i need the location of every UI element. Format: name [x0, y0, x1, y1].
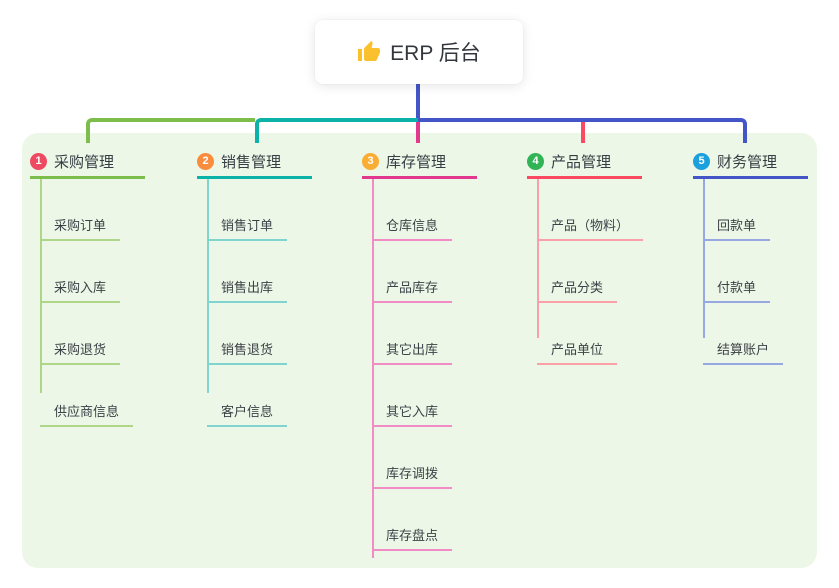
branch-5: 5 财务管理回款单付款单结算账户 — [693, 150, 808, 365]
connector-branch-3 — [416, 122, 420, 143]
child-node[interactable]: 采购退货 — [40, 303, 121, 365]
branch-number-badge: 3 — [362, 153, 379, 170]
branch-2: 2 销售管理销售订单销售出库销售退货客户信息 — [197, 150, 312, 427]
branch-number-badge: 5 — [693, 153, 710, 170]
branch-connector-line — [372, 179, 374, 558]
branch-header-4[interactable]: 4 产品管理 — [527, 150, 642, 179]
child-node[interactable]: 销售退货 — [207, 303, 288, 365]
branch-connector-line — [537, 179, 539, 338]
child-node[interactable]: 产品分类 — [537, 241, 618, 303]
branch-connector-line — [703, 179, 705, 338]
child-node[interactable]: 供应商信息 — [40, 365, 134, 427]
child-node[interactable]: 其它出库 — [372, 303, 453, 365]
child-node[interactable]: 产品库存 — [372, 241, 453, 303]
child-node[interactable]: 其它入库 — [372, 365, 453, 427]
branch-number-badge: 4 — [527, 153, 544, 170]
branch-children: 采购订单采购入库采购退货供应商信息 — [40, 179, 145, 427]
connector-branch-4 — [581, 122, 585, 143]
child-node[interactable]: 回款单 — [703, 179, 771, 241]
child-node[interactable]: 付款单 — [703, 241, 771, 303]
child-node[interactable]: 产品（物料） — [537, 179, 644, 241]
branch-children: 回款单付款单结算账户 — [703, 179, 808, 365]
thumbs-up-icon — [358, 41, 381, 61]
branches-panel — [22, 133, 817, 568]
branch-label: 库存管理 — [386, 154, 447, 171]
branch-number-badge: 2 — [197, 153, 214, 170]
branch-children: 销售订单销售出库销售退货客户信息 — [207, 179, 312, 427]
branch-header-1[interactable]: 1 采购管理 — [30, 150, 145, 179]
branch-connector-line — [207, 179, 209, 393]
branch-3: 3 库存管理仓库信息产品库存其它出库其它入库库存调拨库存盘点出库库明细 — [362, 150, 477, 588]
branch-connector-line — [40, 179, 42, 393]
child-node[interactable]: 结算账户 — [703, 303, 784, 365]
branch-label: 产品管理 — [551, 154, 612, 171]
branch-children: 仓库信息产品库存其它出库其它入库库存调拨库存盘点出库库明细 — [372, 179, 477, 588]
child-node[interactable]: 库存盘点 — [372, 489, 453, 551]
branch-label: 财务管理 — [717, 154, 778, 171]
connector-branch-1 — [86, 118, 255, 143]
child-node[interactable]: 采购订单 — [40, 179, 121, 241]
branch-number-badge: 1 — [30, 153, 47, 170]
root-title: ERP 后台 — [390, 42, 481, 65]
child-node[interactable]: 采购入库 — [40, 241, 121, 303]
child-node[interactable]: 销售订单 — [207, 179, 288, 241]
branch-label: 销售管理 — [221, 154, 282, 171]
root-connector-line — [416, 84, 420, 122]
connector-branch-2 — [255, 118, 418, 143]
branch-children: 产品（物料）产品分类产品单位 — [537, 179, 644, 365]
branch-header-5[interactable]: 5 财务管理 — [693, 150, 808, 179]
branch-1: 1 采购管理采购订单采购入库采购退货供应商信息 — [30, 150, 145, 427]
child-node[interactable]: 出库库明细 — [372, 551, 465, 588]
child-node[interactable]: 仓库信息 — [372, 179, 453, 241]
branch-label: 采购管理 — [54, 154, 115, 171]
child-node[interactable]: 产品单位 — [537, 303, 618, 365]
connector-branch-5 — [418, 118, 747, 143]
branch-header-3[interactable]: 3 库存管理 — [362, 150, 477, 179]
root-node[interactable]: ERP 后台 — [315, 20, 523, 84]
child-node[interactable]: 客户信息 — [207, 365, 288, 427]
branch-4: 4 产品管理产品（物料）产品分类产品单位 — [527, 150, 644, 365]
branch-header-2[interactable]: 2 销售管理 — [197, 150, 312, 179]
child-node[interactable]: 库存调拨 — [372, 427, 453, 489]
child-node[interactable]: 销售出库 — [207, 241, 288, 303]
